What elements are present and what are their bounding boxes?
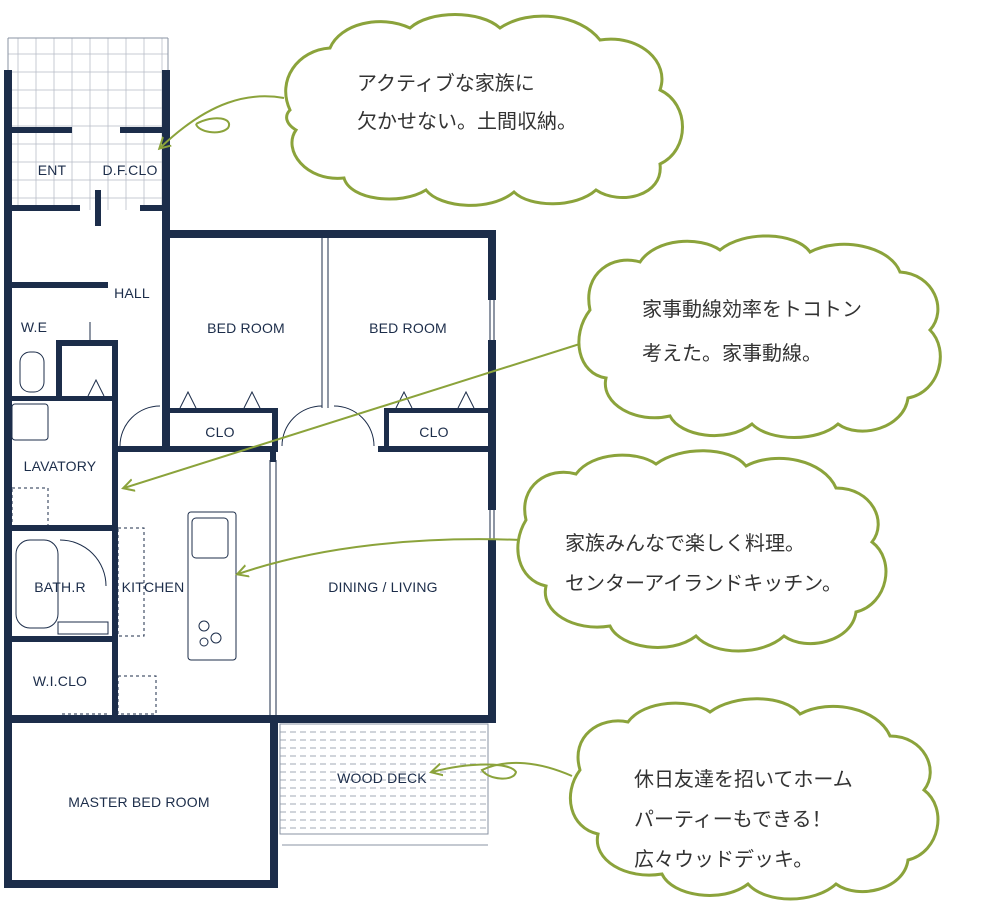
walls xyxy=(4,70,496,888)
label-wiclo: W.I.CLO xyxy=(33,673,87,689)
label-dfclo: D.F.CLO xyxy=(102,162,157,178)
callout-2-line-1: 家事動線効率をトコトン xyxy=(642,297,862,321)
fixtures xyxy=(11,238,495,715)
label-lavatory: LAVATORY xyxy=(24,458,97,474)
label-clo-1: CLO xyxy=(205,424,234,440)
label-wood-deck: WOOD DECK xyxy=(337,770,427,786)
callout-1-line-2: 欠かせない。土間収納。 xyxy=(357,109,577,133)
label-hall: HALL xyxy=(114,285,150,301)
callout-4-line-3: 広々ウッドデッキ。 xyxy=(634,847,813,871)
callout-cloud-1 xyxy=(284,13,684,207)
label-bathr: BATH.R xyxy=(34,579,86,595)
callout-cloud-3 xyxy=(516,449,888,653)
callout-arrows xyxy=(124,95,587,780)
callout-texts: アクティブな家族に 欠かせない。土間収納。 家事動線効率をトコトン 考えた。家事… xyxy=(357,71,862,871)
label-ent: ENT xyxy=(38,162,67,178)
entrance-tiles xyxy=(7,37,169,210)
label-kitchen: KITCHEN xyxy=(122,579,185,595)
wood-deck-boards xyxy=(279,723,489,846)
callout-3-line-2: センターアイランドキッチン。 xyxy=(565,571,842,595)
callout-1-line-1: アクティブな家族に xyxy=(357,71,535,95)
label-dining-living: DINING / LIVING xyxy=(328,579,438,595)
label-clo-2: CLO xyxy=(419,424,448,440)
callout-3-line-1: 家族みんなで楽しく料理。 xyxy=(565,531,805,555)
callout-2-line-2: 考えた。家事動線。 xyxy=(642,341,822,365)
callout-4-line-1: 休日友達を招いてホーム xyxy=(634,767,853,791)
label-bedroom-1: BED ROOM xyxy=(207,320,285,336)
callout-cloud-4 xyxy=(568,697,940,901)
callout-clouds xyxy=(284,13,942,901)
label-master-bedroom: MASTER BED ROOM xyxy=(68,794,209,810)
label-bedroom-2: BED ROOM xyxy=(369,320,447,336)
label-we: W.E xyxy=(21,319,47,335)
room-labels: ENT D.F.CLO HALL W.E BED ROOM BED ROOM C… xyxy=(21,162,449,810)
callout-cloud-2 xyxy=(577,234,942,439)
callout-4-line-2: パーティーもできる！ xyxy=(634,807,832,831)
